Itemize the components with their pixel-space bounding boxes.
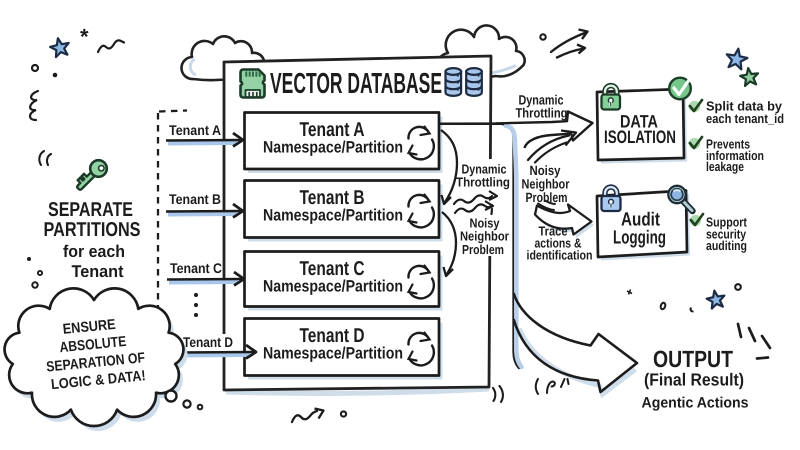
svg-text:Tenant D: Tenant D [300,325,365,347]
svg-text:Namespace/Partition: Namespace/Partition [263,278,403,296]
svg-text:information: information [706,148,764,163]
svg-text:security: security [706,227,747,242]
svg-text:Tenant C: Tenant C [300,258,365,280]
svg-text:Noisy: Noisy [470,216,501,231]
svg-text:leakage: leakage [706,159,744,174]
svg-text:Noisy: Noisy [530,163,561,178]
svg-text:identification: identification [527,248,593,263]
svg-text:auditing: auditing [706,238,747,253]
svg-text:(Final Result): (Final Result) [644,370,744,390]
svg-text:Tenant B: Tenant B [300,187,365,209]
svg-text:each tenant_id: each tenant_id [706,111,784,126]
svg-text:Agentic Actions: Agentic Actions [642,395,749,412]
svg-text:Trace: Trace [539,224,568,239]
svg-text:Dynamic: Dynamic [462,162,507,177]
svg-text:ISOLATION: ISOLATION [604,127,676,147]
svg-text:Namespace/Partition: Namespace/Partition [263,345,403,363]
svg-text:Prevents: Prevents [706,137,750,152]
svg-text:ENSURE: ENSURE [62,317,117,338]
svg-text:Neighbor: Neighbor [460,229,509,244]
svg-text:Namespace/Partition: Namespace/Partition [263,139,403,157]
svg-text:Throttling: Throttling [516,106,568,121]
svg-text:DATA: DATA [620,112,658,132]
svg-text:Tenant A: Tenant A [169,122,221,138]
svg-text:Support: Support [706,215,748,230]
svg-text:Audit: Audit [621,210,661,231]
svg-text:Logging: Logging [613,228,666,249]
svg-text:Tenant: Tenant [72,262,124,281]
svg-text:OUTPUT: OUTPUT [653,346,734,372]
svg-text:SEPARATE: SEPARATE [48,199,133,221]
svg-text:Dynamic: Dynamic [519,93,564,108]
svg-text:Problem: Problem [526,190,568,205]
svg-text:PARTITIONS: PARTITIONS [44,219,141,241]
svg-text:Tenant B: Tenant B [169,191,221,207]
svg-text:ABSOLUTE: ABSOLUTE [59,334,127,356]
svg-text:Split data by: Split data by [706,99,783,114]
svg-text:Tenant D: Tenant D [183,334,233,350]
svg-text:*: * [80,24,89,49]
svg-text:Throttling: Throttling [456,175,510,190]
svg-text:Tenant A: Tenant A [300,119,365,141]
svg-text:Tenant C: Tenant C [170,260,222,276]
svg-text:for each: for each [63,242,125,261]
svg-text:actions &: actions & [535,236,582,251]
svg-text:VECTOR DATABASE: VECTOR DATABASE [270,68,442,100]
svg-text:Neighbor: Neighbor [522,177,571,192]
svg-text:Problem: Problem [462,242,504,257]
svg-text:Namespace/Partition: Namespace/Partition [263,207,403,225]
